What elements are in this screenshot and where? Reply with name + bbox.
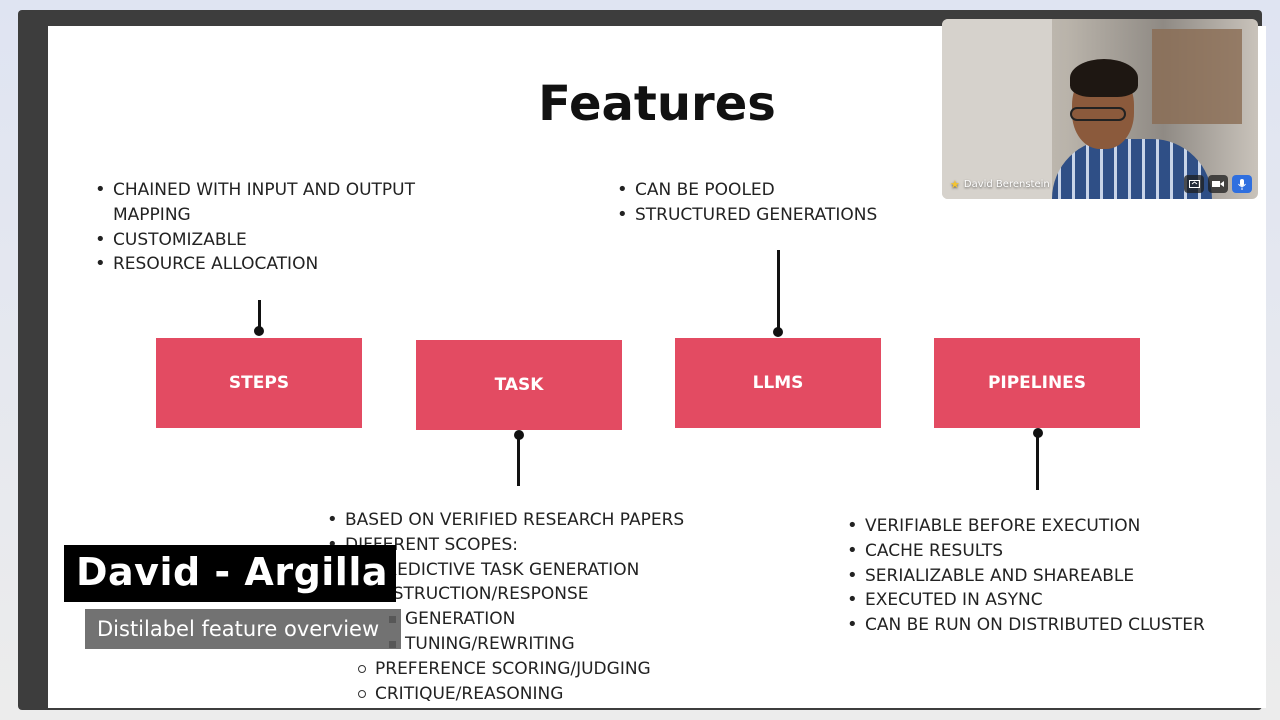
list-item: SERIALIZABLE AND SHAREABLE bbox=[838, 564, 1258, 589]
pipelines-connector bbox=[1036, 432, 1039, 490]
llms-box: LLMS bbox=[675, 338, 881, 428]
participant-name-tag: ★ David Berenstein bbox=[950, 178, 1050, 191]
steps-box: STEPS bbox=[156, 338, 362, 428]
pipelines-box: PIPELINES bbox=[934, 338, 1140, 428]
list-item: RESOURCE ALLOCATION bbox=[86, 252, 446, 277]
llms-notes: CAN BE POOLED STRUCTURED GENERATIONS bbox=[608, 178, 968, 228]
steps-connector bbox=[258, 300, 261, 330]
background-wall bbox=[942, 19, 1052, 199]
list-item: CAN BE POOLED bbox=[608, 178, 968, 203]
list-item: BASED ON VERIFIED RESEARCH PAPERS bbox=[318, 508, 738, 533]
speaker-subtitle-overlay: Distilabel feature overview bbox=[85, 609, 401, 649]
tile-controls bbox=[1184, 175, 1252, 193]
list-item: CRITIQUE/REASONING bbox=[318, 682, 738, 707]
pipelines-notes: VERIFIABLE BEFORE EXECUTION CACHE RESULT… bbox=[838, 514, 1258, 638]
task-box: TASK bbox=[416, 340, 622, 430]
star-icon: ★ bbox=[950, 178, 960, 191]
llms-connector bbox=[777, 250, 780, 330]
microphone-icon[interactable] bbox=[1232, 175, 1252, 193]
task-connector bbox=[517, 434, 520, 486]
participant-name: David Berenstein bbox=[963, 179, 1050, 190]
list-item: CAN BE RUN ON DISTRIBUTED CLUSTER bbox=[838, 613, 1258, 638]
speaker-name-overlay: David - Argilla bbox=[64, 545, 396, 602]
list-item: CHAINED WITH INPUT AND OUTPUT MAPPING bbox=[86, 178, 446, 228]
list-item: VERIFIABLE BEFORE EXECUTION bbox=[838, 514, 1258, 539]
camera-icon[interactable] bbox=[1208, 175, 1228, 193]
list-item: EXECUTED IN ASYNC bbox=[838, 588, 1258, 613]
list-item: PREFERENCE SCORING/JUDGING bbox=[318, 657, 738, 682]
steps-notes: CHAINED WITH INPUT AND OUTPUT MAPPING CU… bbox=[86, 178, 446, 277]
screen-share-icon[interactable] bbox=[1184, 175, 1204, 193]
participant-video-tile[interactable]: ★ David Berenstein bbox=[942, 19, 1258, 199]
llms-connector-dot bbox=[773, 327, 783, 337]
list-item: CUSTOMIZABLE bbox=[86, 228, 446, 253]
list-item: CACHE RESULTS bbox=[838, 539, 1258, 564]
list-item: STRUCTURED GENERATIONS bbox=[608, 203, 968, 228]
steps-connector-dot bbox=[254, 326, 264, 336]
participant-glasses bbox=[1070, 107, 1126, 121]
background-shelf bbox=[1152, 29, 1242, 124]
slide-title: Features bbox=[538, 76, 776, 132]
participant-hair bbox=[1070, 59, 1138, 97]
task-notes: BASED ON VERIFIED RESEARCH PAPERS DIFFER… bbox=[318, 508, 738, 706]
